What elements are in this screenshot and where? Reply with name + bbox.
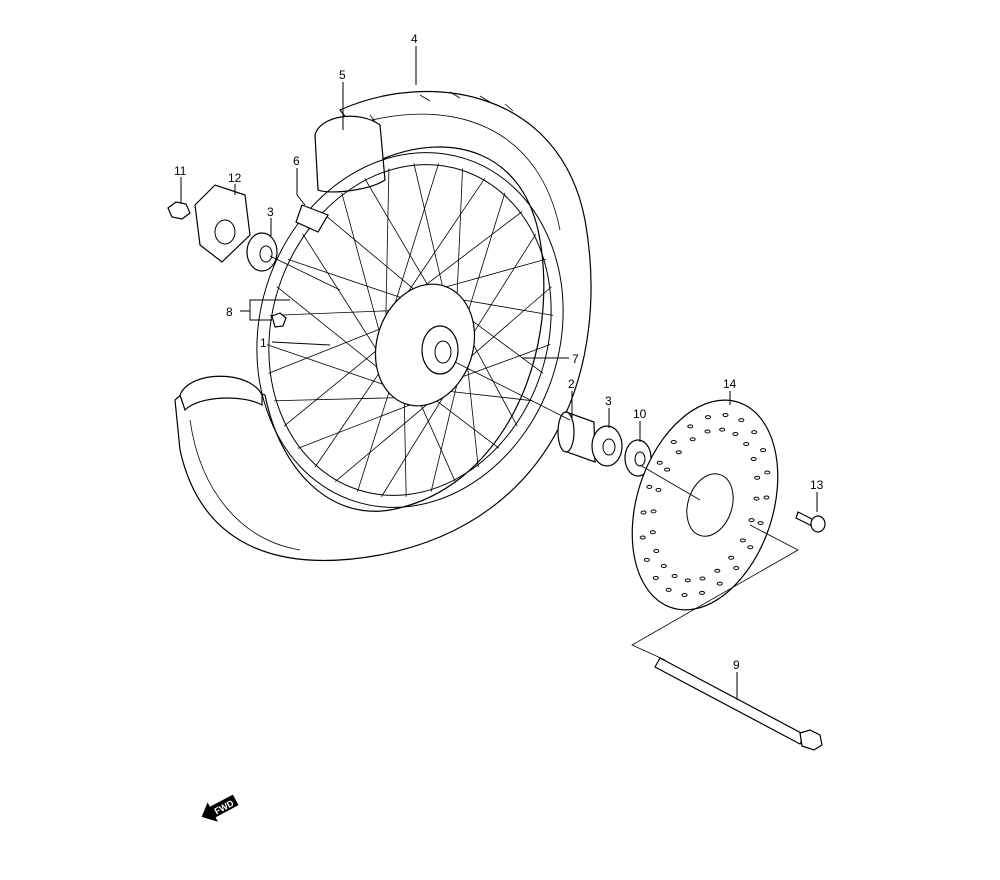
disc-hole (664, 467, 671, 472)
disc-bolt[interactable] (795, 511, 826, 533)
axle[interactable] (654, 657, 823, 751)
disc-hole (687, 424, 694, 429)
leader-lines (180, 46, 818, 700)
disc-hole (655, 487, 662, 492)
disc-hole (747, 545, 754, 550)
disc-hole (671, 574, 678, 579)
dust-seal[interactable] (624, 439, 652, 477)
disc-hole (754, 475, 761, 480)
spoke (287, 258, 407, 300)
callout-3-right: 3 (605, 394, 612, 408)
valve-cap[interactable] (271, 312, 287, 328)
disc-hole (689, 437, 696, 442)
spoke (268, 325, 388, 374)
spoke (410, 211, 523, 297)
disc-hole (698, 590, 705, 595)
disc-hole (739, 538, 746, 543)
bearing-right[interactable] (591, 425, 623, 467)
callout-7: 7 (572, 352, 579, 366)
disc-hole (763, 495, 770, 500)
spoke (320, 211, 420, 294)
disc-hole (704, 429, 711, 434)
callout-3-left: 3 (267, 205, 274, 219)
disc-hole (643, 557, 650, 562)
spoke (364, 178, 434, 295)
callout-12: 12 (228, 171, 242, 185)
spoke (444, 390, 533, 402)
callout-6: 6 (293, 154, 300, 168)
disc-hole (699, 576, 706, 581)
disc-hole (722, 412, 729, 417)
tire[interactable] (174, 90, 592, 562)
disc-hole (665, 587, 672, 592)
callout-8: 8 (226, 305, 233, 319)
disc-hole (751, 430, 758, 435)
callout-10: 10 (633, 407, 647, 421)
disc-hole (760, 448, 767, 453)
disc-hole (757, 521, 764, 526)
spoke (398, 178, 486, 307)
spoke (357, 377, 395, 492)
disc-hole (670, 440, 677, 445)
spoke (283, 343, 386, 427)
spoke (385, 168, 390, 338)
callout-13: 13 (810, 478, 824, 492)
disc-hole (653, 548, 660, 553)
fwd-arrow-icon: FWD (201, 794, 239, 822)
inner-tube[interactable] (179, 115, 386, 412)
disc-hole (738, 418, 745, 423)
disc-hole (646, 484, 653, 489)
disc-hole (652, 575, 659, 580)
disc-hole (649, 530, 656, 535)
nut[interactable] (167, 201, 191, 220)
spoke (455, 168, 463, 313)
callout-5: 5 (339, 68, 346, 82)
spoke (464, 233, 537, 347)
disc-hole (732, 431, 739, 436)
spoke (341, 192, 387, 356)
disc-hole (750, 457, 757, 462)
spoke (403, 389, 407, 497)
disc-hole (681, 593, 688, 598)
disc-hole (714, 568, 721, 573)
disc-hole (764, 470, 771, 475)
speedometer-gearbox[interactable] (194, 184, 251, 263)
hub[interactable] (360, 271, 490, 419)
disc-hole (639, 535, 646, 540)
spoke (413, 163, 447, 301)
callout-9: 9 (733, 658, 740, 672)
disc-hole (753, 496, 760, 501)
disc-hole (733, 565, 740, 570)
rim-strip[interactable] (295, 204, 329, 233)
disc-hole (650, 509, 657, 514)
disc-hole (728, 555, 735, 560)
disc-hole (716, 581, 723, 586)
disc-hole (640, 510, 647, 515)
spacer[interactable] (557, 411, 596, 463)
spoke (430, 396, 500, 449)
disc-hole (675, 450, 682, 455)
spoke (461, 286, 552, 365)
spoke (462, 192, 506, 329)
disc-hole (743, 442, 750, 447)
brake-disc[interactable] (607, 381, 803, 628)
spoke (389, 163, 439, 321)
bearing-left[interactable] (246, 232, 278, 272)
callout-4: 4 (411, 32, 418, 46)
callout-11: 11 (174, 164, 187, 178)
spoke (416, 395, 456, 482)
callout-14: 14 (723, 377, 737, 391)
disc-hole (660, 563, 667, 568)
spoke (269, 310, 396, 316)
spoke (314, 361, 388, 468)
disc-hole (719, 427, 726, 432)
callout-1: 1 (260, 336, 267, 350)
disc-hole (705, 415, 712, 420)
disc-hole (656, 460, 663, 465)
disc-hole (748, 518, 755, 523)
spoke (454, 344, 551, 380)
callout-2: 2 (568, 377, 575, 391)
disc-hole (684, 578, 691, 583)
